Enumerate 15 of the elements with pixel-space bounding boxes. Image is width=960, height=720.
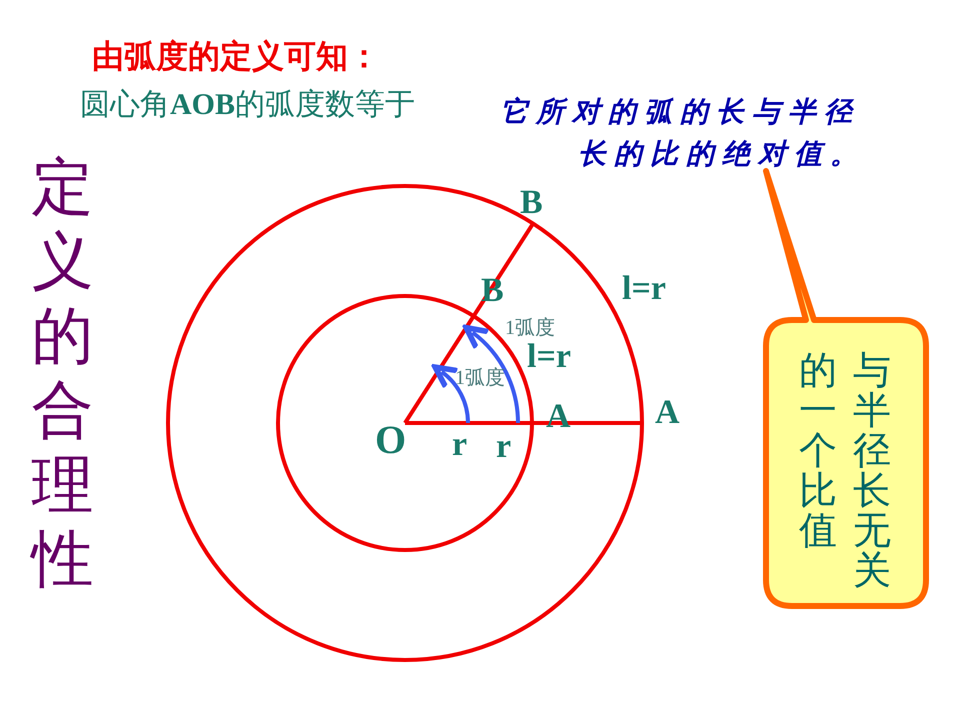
side-title: 定义的合理性 bbox=[30, 150, 95, 596]
arc-length-label: l=r bbox=[622, 272, 666, 306]
arc-length-label: l=r bbox=[527, 340, 571, 374]
radius-label: r bbox=[496, 430, 512, 464]
point-label: O bbox=[375, 420, 406, 460]
radius-label: r bbox=[452, 428, 468, 462]
statement-text: 圆心角AOB的弧度数等于 bbox=[80, 90, 416, 120]
statement-text: 它所对的弧的长与半径长的比的绝对值。 bbox=[500, 96, 866, 172]
angle-label: 1弧度 bbox=[505, 318, 555, 338]
heading: 由弧度的定义可知： bbox=[92, 40, 380, 72]
angle-label: 1弧度 bbox=[455, 368, 505, 388]
point-label: A bbox=[655, 396, 680, 430]
callout-text: 与半径长无关的一个比值 bbox=[798, 350, 892, 590]
callout-bubble bbox=[762, 168, 930, 610]
point-label: B bbox=[520, 186, 543, 220]
